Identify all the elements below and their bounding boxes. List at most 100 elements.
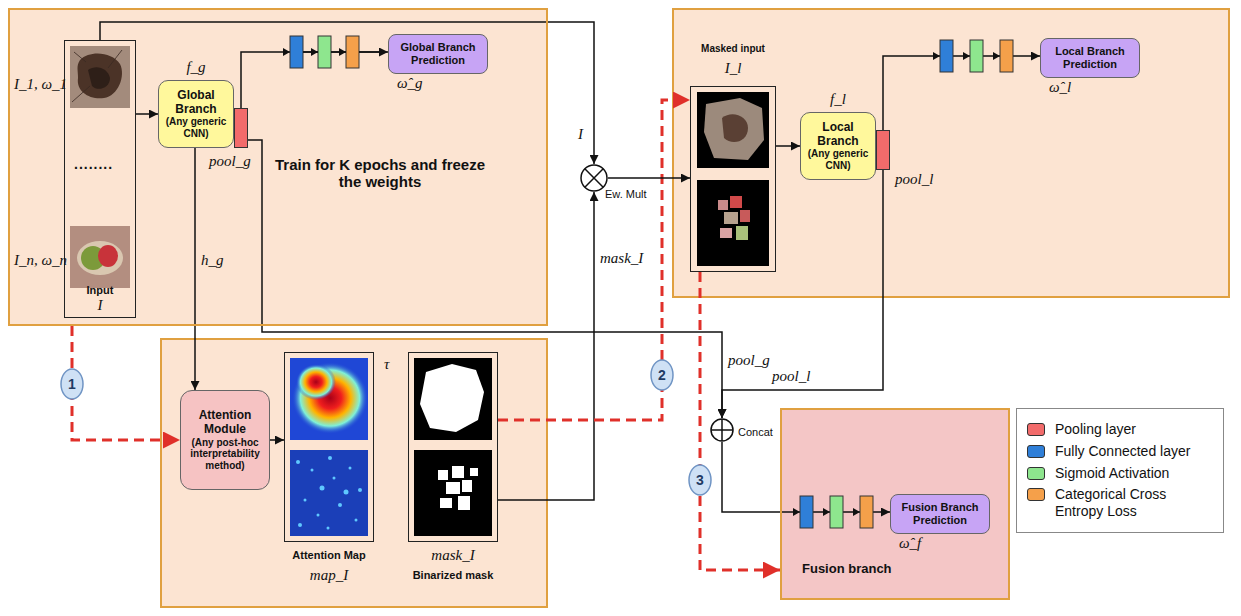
node-caption: map_I	[310, 567, 348, 584]
binarized-mask-frame: mask_IBinarized mask	[408, 352, 498, 542]
annotation-label: I_1, ω_1	[14, 76, 67, 93]
node-label: Attention Module	[185, 409, 265, 437]
noise-dot	[327, 527, 330, 530]
masked-patch	[724, 212, 738, 224]
mask-patches	[438, 466, 478, 510]
masked-patch	[740, 210, 750, 222]
panel-fill	[780, 408, 1010, 600]
fusion-branch-panel: Fusion branch Fusion Branch Prediction ω̂_…	[780, 408, 1010, 600]
wound-red	[98, 245, 118, 267]
node-label: (Any post-hoc interpretability method)	[185, 437, 265, 472]
masked-patch	[720, 228, 732, 238]
connector-arrow	[136, 113, 158, 115]
legend-swatch	[1027, 467, 1045, 480]
callout-ellipse	[61, 369, 83, 399]
pooling-layer: pool_g	[234, 108, 248, 148]
edge-label: mask_I	[600, 250, 643, 267]
noise-dot	[298, 523, 302, 527]
node-caption: Binarized mask	[413, 569, 494, 582]
operator-symbol	[711, 419, 733, 441]
noise-dot	[296, 460, 300, 464]
node-caption: Train for K epochs and freeze the weight…	[274, 156, 486, 191]
noise-dot	[355, 519, 358, 522]
fully-connected-layer	[800, 496, 813, 528]
edge-label: h_g	[201, 252, 224, 269]
node-label: Input	[87, 284, 114, 297]
noise-dot	[333, 477, 336, 480]
node-caption: pool_g	[209, 153, 251, 170]
callout-number: 3	[688, 464, 712, 496]
node-caption: Attention Map	[292, 549, 365, 562]
attention-module-box: Attention Module(Any post-hoc interpreta…	[180, 390, 270, 490]
node-caption: mask_I	[431, 547, 474, 564]
fully-connected-layer	[940, 40, 953, 72]
node-caption: Concat	[738, 426, 773, 439]
sigmoid-layer	[318, 36, 331, 68]
heatmap-blob	[296, 364, 336, 400]
node-label: I	[98, 297, 103, 314]
connector-arrow	[241, 52, 388, 108]
legend-swatch	[1027, 445, 1045, 458]
annotation-label: ........	[74, 156, 113, 172]
mask-patch	[452, 466, 464, 478]
legend-label: Fully Connected layer	[1055, 443, 1190, 460]
mask-patch	[458, 496, 470, 510]
node-label: Local Branch Prediction	[1045, 45, 1135, 70]
mask-patch	[438, 470, 448, 480]
heatmap-blob	[292, 362, 368, 434]
node-label: 3	[696, 472, 704, 488]
node-caption: ω̂_g	[397, 75, 423, 92]
noise-dot	[344, 490, 349, 495]
legend-box: Pooling layerFully Connected layerSigmoi…	[1016, 408, 1224, 533]
connector-arrow	[608, 177, 690, 179]
mask-image	[414, 450, 492, 536]
legend-entry: Sigmoid Activation	[1025, 465, 1215, 482]
noise-dot	[304, 499, 307, 502]
node-label: Local Branch	[805, 121, 871, 149]
attention-panel	[161, 339, 547, 607]
callout-ellipse	[689, 465, 711, 495]
noise-dot	[317, 514, 320, 517]
stage-arrow	[72, 326, 180, 440]
annotation-label: τ	[384, 356, 389, 373]
node-caption: pool_l	[895, 171, 933, 188]
legend-swatch	[1027, 488, 1045, 501]
masked-lesion	[704, 98, 764, 160]
fully-connected-layer	[290, 36, 303, 68]
mask-patch	[462, 480, 472, 492]
masked-image	[697, 180, 769, 266]
cnn-branch-box: f_gGlobal Branch(Any generic CNN)	[158, 80, 234, 148]
sigmoid-layer	[970, 40, 983, 72]
node-caption: Masked input	[701, 43, 765, 55]
stage-arrow	[498, 100, 690, 420]
saliency-noise	[296, 456, 362, 530]
stage-arrow	[700, 272, 780, 570]
concat-node-outline	[710, 418, 734, 442]
masked-patch	[730, 196, 742, 208]
pooling-layer: pool_l	[876, 130, 890, 170]
mask-patch	[446, 482, 460, 494]
legend-entry: Fully Connected layer	[1025, 443, 1215, 460]
prediction-box: Global Branch Predictionω̂_g	[388, 34, 488, 74]
concat-node: Concat	[710, 418, 734, 442]
node-caption: Fusion branch	[802, 562, 892, 577]
edge-label: I	[578, 126, 583, 143]
noise-dot	[358, 488, 362, 492]
annotation-label: I_n, ω_n	[14, 252, 67, 269]
node-caption: Ew. Mult	[605, 188, 647, 201]
node-caption: ω̂_f	[899, 535, 921, 552]
attention-map-frame: Attention Mapmap_I	[284, 352, 374, 542]
multiply-node-outline	[580, 164, 608, 192]
small-arrowheads	[933, 52, 1000, 60]
node-label: Global Branch Prediction	[393, 41, 483, 66]
mask-image	[414, 358, 492, 440]
masked-input-stack: Masked inputI_l	[690, 86, 776, 272]
node-label: Fusion Branch Prediction	[895, 501, 985, 526]
operator-symbol	[585, 169, 603, 187]
operator-circle	[581, 165, 607, 191]
masked-patch	[736, 226, 748, 240]
noise-dot	[328, 456, 332, 460]
local-branch-panel	[673, 9, 1229, 297]
masked-patch	[718, 200, 728, 210]
legend-entry: Pooling layer	[1025, 421, 1215, 438]
